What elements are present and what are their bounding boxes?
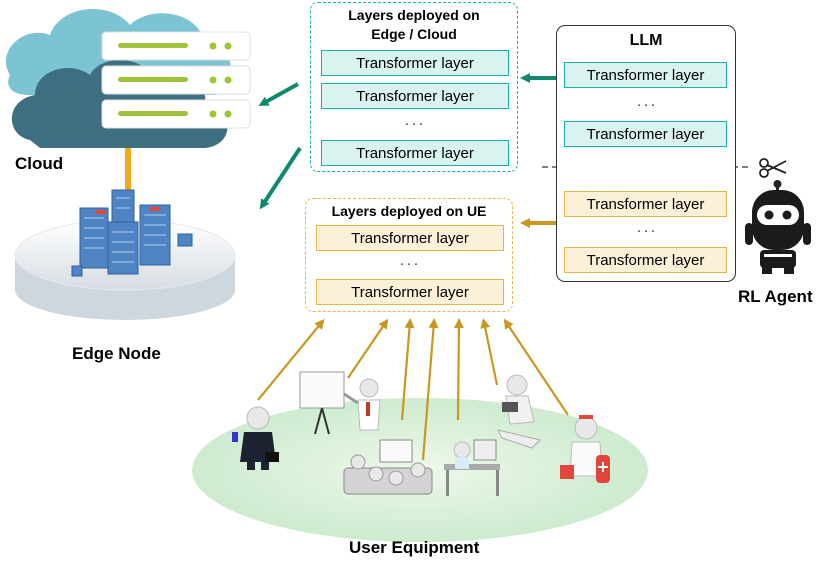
llm-transformer-layer: Transformer layer (564, 247, 727, 273)
ue-transformer-layer: Transformer layer (316, 225, 504, 251)
user-equipment-label: User Equipment (349, 538, 480, 557)
llm-transformer-layer: Transformer layer (564, 191, 727, 217)
edge-transformer-layer: Transformer layer (321, 83, 509, 109)
edge-ellipsis: ··· (404, 115, 426, 132)
ue-box-title: Layers deployed on UE (331, 203, 487, 219)
edge-transformer-layer: Transformer layer (321, 140, 509, 166)
edge-cloud-layers-box: Layers deployed on Edge / Cloud Transfor… (310, 2, 518, 172)
rl-agent-label: RL Agent (738, 287, 813, 306)
ue-transformer-layer: Transformer layer (316, 279, 504, 305)
ue-layers-box: Layers deployed on UE Transformer layer … (305, 198, 513, 312)
llm-transformer-layer: Transformer layer (564, 121, 727, 147)
edge-server-icon (14, 189, 236, 320)
person-icon-meeting (343, 439, 433, 495)
llm-box: LLM Transformer layer ··· Transformer la… (556, 25, 736, 282)
llm-transformer-layer: Transformer layer (564, 62, 727, 88)
person-icon-presenter (299, 371, 381, 435)
person-icon-businessman (232, 406, 279, 470)
edge-cloud-title-line2: Edge / Cloud (371, 26, 457, 42)
llm-ellipsis-top: ··· (636, 96, 658, 113)
person-icon-reader (497, 374, 541, 449)
person-icon-doctor (560, 415, 610, 483)
person-icon-desk (444, 439, 500, 496)
llm-title: LLM (629, 32, 663, 49)
edge-transformer-layer: Transformer layer (321, 50, 509, 76)
scissors-icon (759, 158, 787, 178)
cloud-label: Cloud (15, 154, 64, 173)
llm-ellipsis-bottom: ··· (636, 222, 658, 239)
server-icon (101, 31, 251, 129)
ue-ellipsis: ··· (399, 255, 421, 272)
edge-cloud-title-line1: Layers deployed on (348, 7, 480, 23)
person-icons (232, 371, 610, 496)
robot-icon (745, 180, 811, 274)
edge-node-label: Edge Node (72, 344, 161, 363)
